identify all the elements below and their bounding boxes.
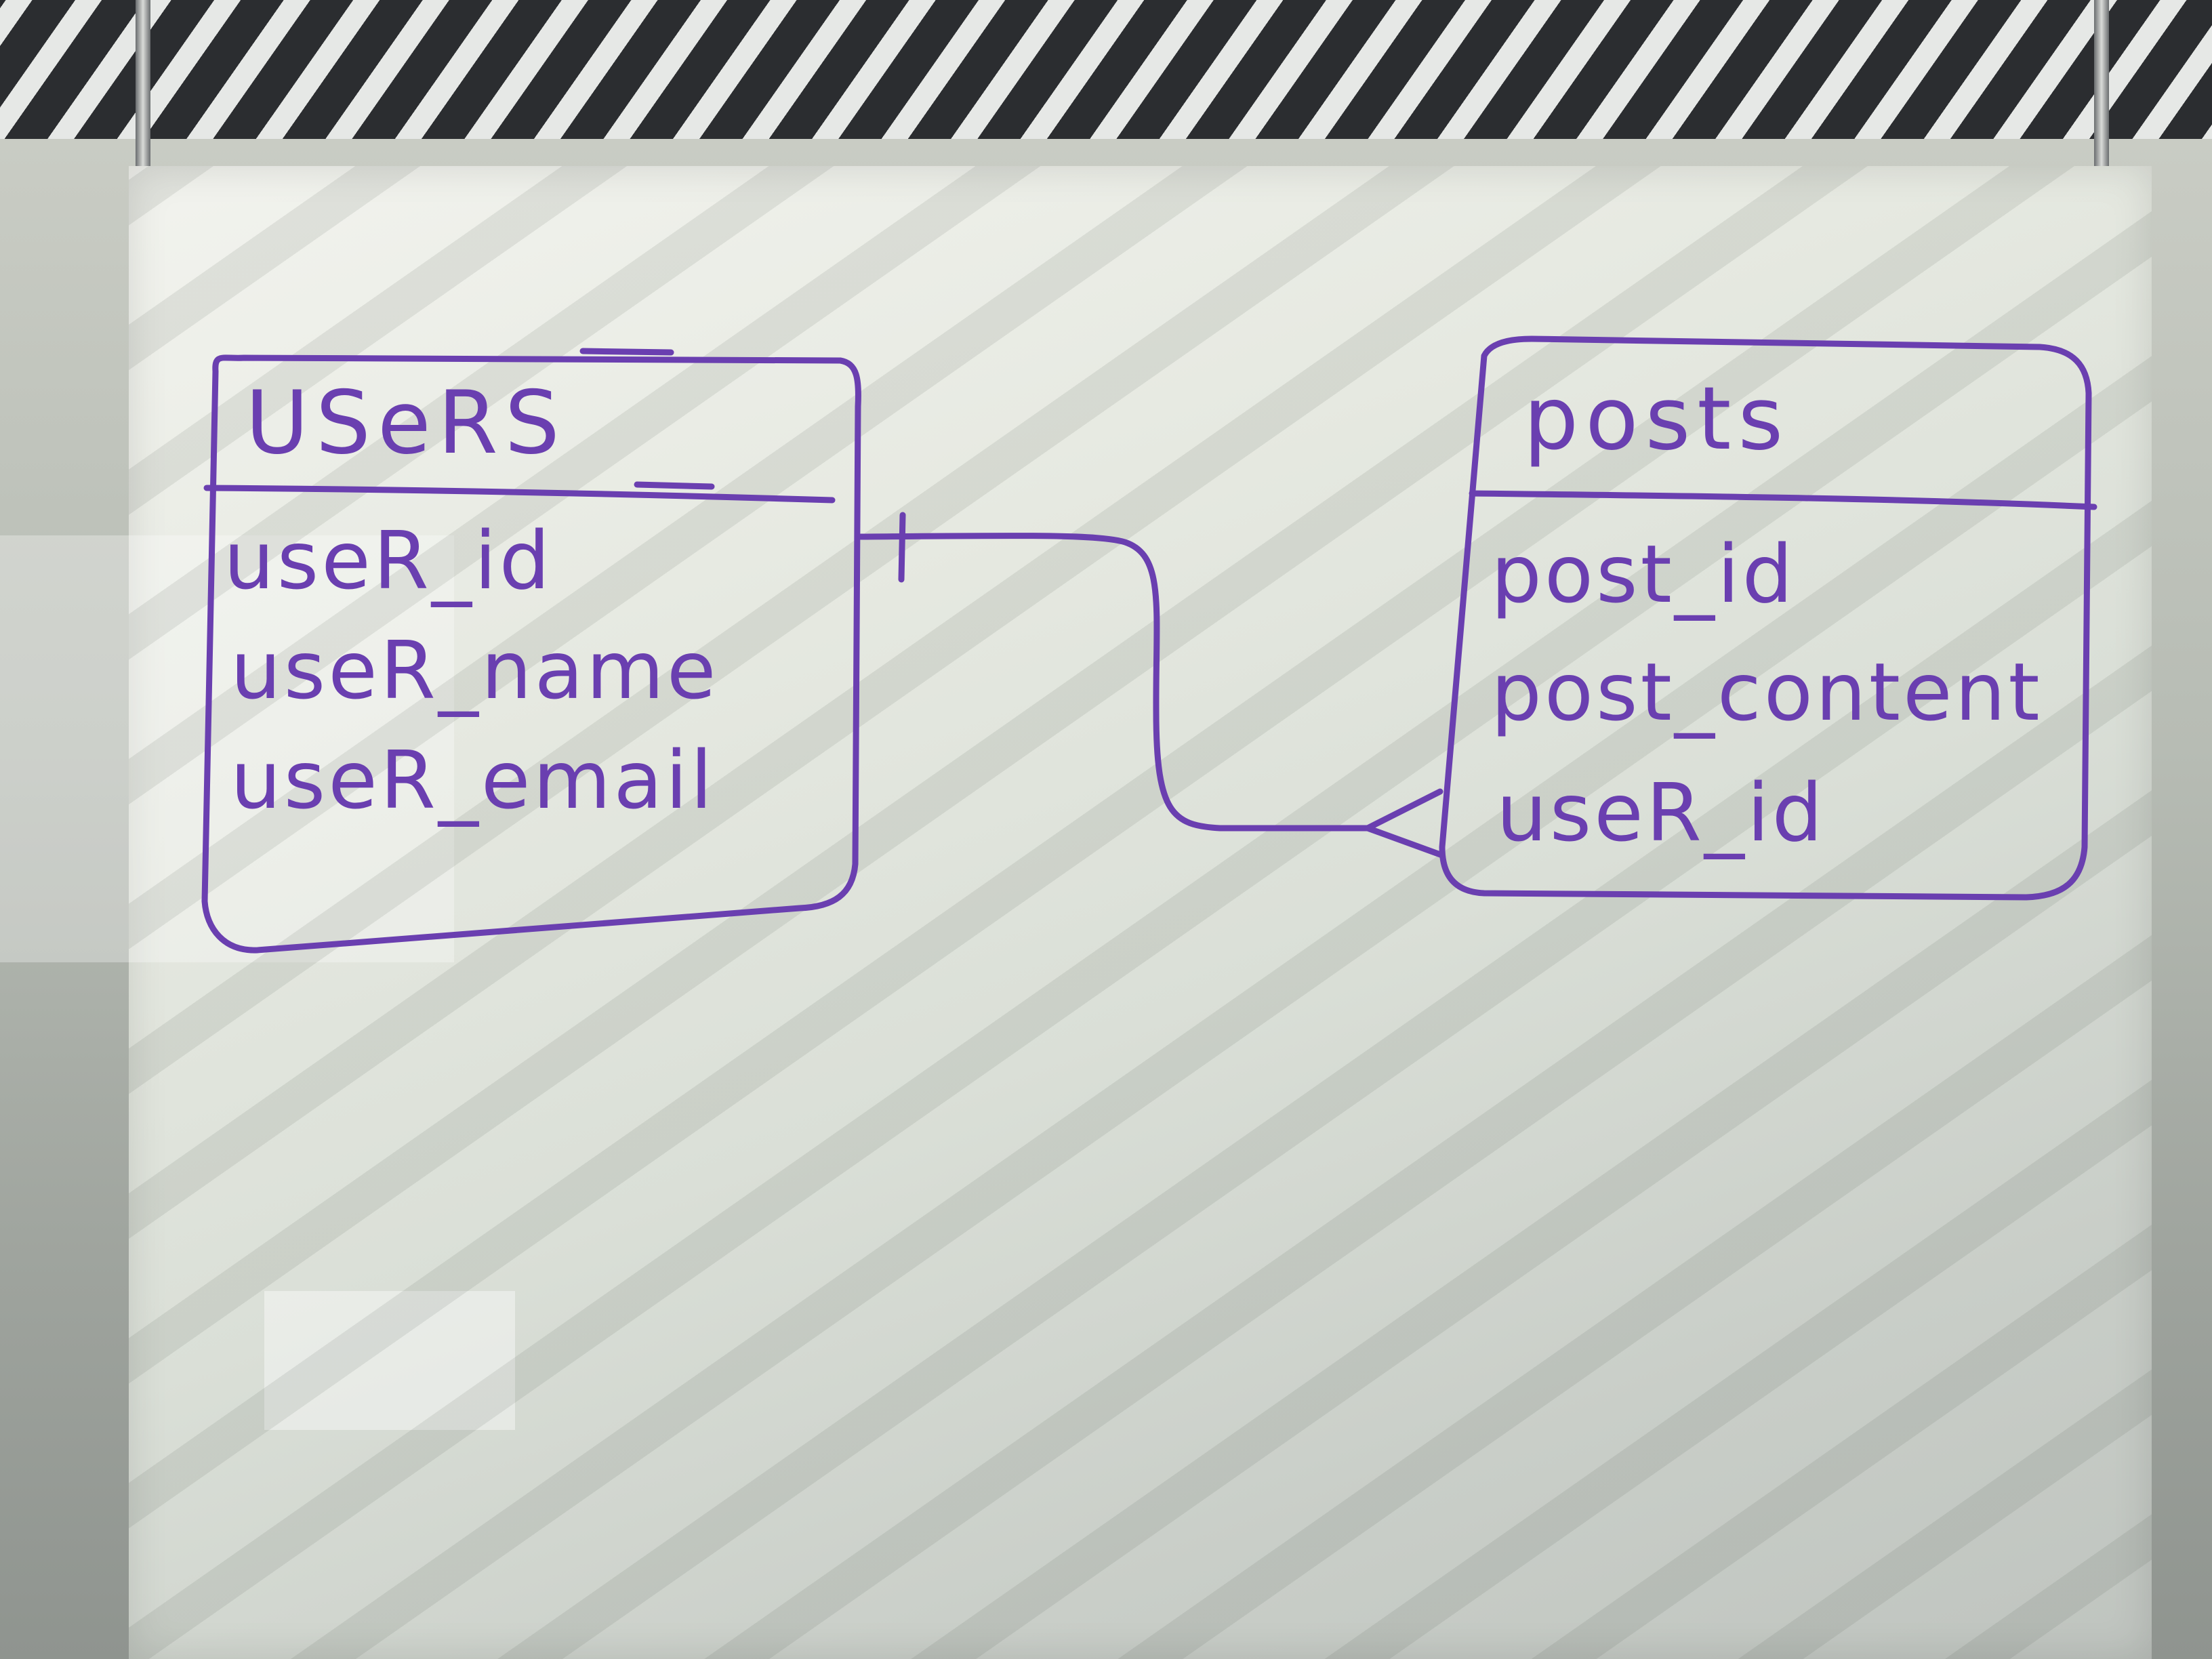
screen-reflection-bottom <box>264 1291 515 1430</box>
many-cardinality-mark <box>1364 788 1446 859</box>
users-entity-box <box>201 354 861 954</box>
posts-entity-title: posts <box>1523 369 1790 470</box>
posts-field-3: useR_id <box>1496 766 1826 859</box>
users-header-tick <box>579 348 674 356</box>
users-field-2: useR_name <box>230 623 719 717</box>
users-header-tick-2 <box>634 481 715 490</box>
users-field-3: useR_email <box>230 733 715 827</box>
posts-entity-box <box>1439 335 2092 901</box>
posts-field-2: post_content <box>1491 645 2043 739</box>
screen-reflection-left <box>0 535 454 962</box>
one-cardinality-mark <box>898 512 906 583</box>
users-header-divider <box>203 485 836 504</box>
posts-header-divider <box>1469 490 2097 510</box>
relationship-line <box>857 532 1376 832</box>
posts-field-1: post_id <box>1491 527 1796 621</box>
whiteboard <box>129 166 2152 1659</box>
users-entity-title: USeRS <box>245 373 567 474</box>
users-field-1: useR_id <box>224 514 553 607</box>
